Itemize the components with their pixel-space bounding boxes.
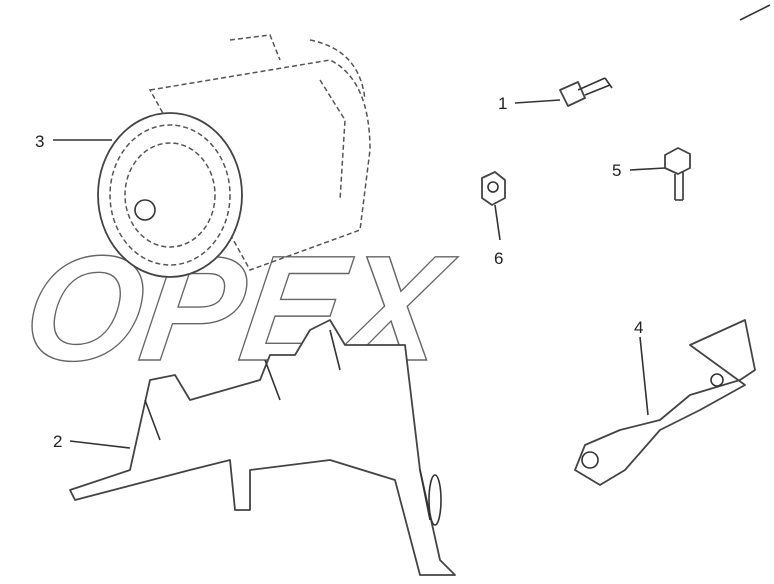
nut-part — [481, 171, 506, 206]
callout-1: 1 — [498, 94, 507, 113]
small-bracket-part — [574, 319, 756, 486]
compressor-part — [97, 34, 371, 278]
callout-4: 4 — [634, 318, 643, 337]
callout-6: 6 — [494, 249, 503, 268]
mounting-bracket-part — [69, 319, 456, 576]
callout-2: 2 — [53, 432, 62, 451]
callout-3: 3 — [35, 132, 44, 151]
callout-5: 5 — [612, 161, 621, 180]
bolt-part — [559, 77, 613, 107]
flange-bolt-part — [664, 147, 691, 201]
